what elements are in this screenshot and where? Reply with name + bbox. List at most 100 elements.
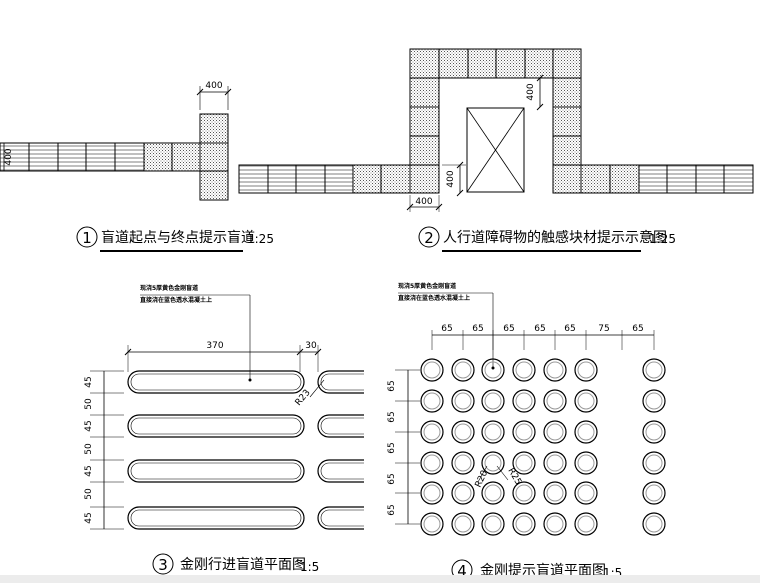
fig1-dim-top-label: 400	[205, 81, 222, 91]
stud-outer	[574, 481, 598, 505]
fig1-scale: 1:25	[247, 232, 274, 246]
fig2-dimension-upper: 400	[526, 74, 544, 111]
stud-inner	[423, 515, 441, 533]
stud-inner	[515, 361, 533, 379]
stud-outer	[512, 481, 536, 505]
stud-outer	[481, 420, 505, 444]
fig3-bars: R23	[127, 370, 364, 530]
fig4-dim-left-4: 65	[387, 504, 397, 515]
fig1-dim-left-label: 400	[4, 148, 14, 165]
stud-outer	[574, 512, 598, 536]
fig3-dimension-left: 45 50 45 50 45 50 45	[84, 370, 124, 530]
stud-outer	[420, 481, 444, 505]
fig3-note-line2: 直接浇在蓝色透水混凝土上	[140, 296, 212, 304]
fig3-title: 金刚行进盲道平面图	[180, 556, 306, 573]
fig2-bar-tiles-right	[638, 164, 754, 194]
stud-inner	[484, 361, 502, 379]
fig3-dim-left-3: 50	[84, 443, 94, 455]
fig4-r-inner: R20	[474, 469, 491, 490]
stud-inner	[515, 423, 533, 441]
stud-outer	[543, 389, 567, 413]
stud-inner	[454, 454, 472, 472]
fig2-number: 2	[424, 229, 434, 247]
fig4-dim-left-0: 65	[387, 380, 397, 391]
fig4-dim-top-4: 65	[564, 324, 575, 334]
stud-outer	[451, 389, 475, 413]
fig1-drawing: 400 400	[0, 81, 232, 201]
fig1-caption: 1 盲道起点与终点提示盲道 1:25	[76, 226, 274, 252]
stud-outer	[543, 358, 567, 382]
stud-outer	[642, 451, 666, 475]
fig4-dim-top-3: 65	[534, 324, 545, 334]
stud-inner	[454, 392, 472, 410]
stud-inner	[484, 484, 502, 502]
stud-inner	[454, 484, 472, 502]
stud-outer	[574, 389, 598, 413]
stud-outer	[574, 420, 598, 444]
fig4-dim-left-2: 65	[387, 442, 397, 453]
stud-inner	[454, 361, 472, 379]
fig2-bar-tiles-left	[238, 164, 354, 194]
stud-outer	[574, 358, 598, 382]
fig1-dimension-top: 400	[196, 81, 232, 110]
fig2-caption: 2 人行道障碍物的触感块材提示示意图 1:25	[418, 226, 676, 252]
stud-outer	[543, 512, 567, 536]
fig2-dim-bottom-label: 400	[415, 197, 432, 207]
fig2-obstacle	[466, 107, 525, 193]
stud-outer	[451, 420, 475, 444]
stud-inner	[546, 454, 564, 472]
stud-outer	[642, 420, 666, 444]
stud-inner	[423, 484, 441, 502]
stud-outer	[451, 512, 475, 536]
stud-inner	[546, 515, 564, 533]
stud-inner	[515, 454, 533, 472]
stud-inner	[454, 515, 472, 533]
fig4-dim-top-6: 65	[632, 324, 643, 334]
stud-inner	[423, 392, 441, 410]
fig2-dimension-lower: 400	[442, 161, 466, 197]
fig2-dimension-bottom: 400	[406, 195, 443, 212]
stud-outer	[543, 420, 567, 444]
stud-inner	[546, 361, 564, 379]
fig3-caption: 3 金刚行进盲道平面图 1:5	[152, 553, 319, 575]
fig3-dim-length: 370	[206, 341, 223, 351]
fig3-dim-left-4: 45	[84, 465, 94, 476]
stud-inner	[515, 484, 533, 502]
stud-inner	[515, 392, 533, 410]
stud-outer	[642, 481, 666, 505]
stud-outer	[451, 481, 475, 505]
fig3-dim-left-5: 50	[84, 488, 94, 500]
stud-inner	[515, 515, 533, 533]
stud-inner	[454, 423, 472, 441]
stud-outer	[420, 389, 444, 413]
fig4-number: 4	[457, 562, 467, 580]
stud-outer	[512, 420, 536, 444]
stud-outer	[420, 451, 444, 475]
fig4-stud-grid	[420, 358, 666, 536]
fig4-title: 金刚提示盲道平面图	[480, 562, 606, 579]
fig3-dim-left-6: 45	[84, 512, 94, 523]
stud-outer	[451, 451, 475, 475]
fig2-dot-frame	[352, 48, 640, 194]
stud-outer	[642, 512, 666, 536]
fig4-dim-top-0: 65	[441, 324, 452, 334]
stud-inner	[577, 361, 595, 379]
stud-inner	[484, 392, 502, 410]
fig3-dim-left-0: 45	[84, 376, 94, 387]
stud-inner	[546, 484, 564, 502]
stud-inner	[423, 454, 441, 472]
fig4-dimension-top: 65 65 65 65 65 75 65	[431, 324, 655, 350]
stud-inner	[645, 515, 663, 533]
stud-inner	[546, 392, 564, 410]
stud-outer	[481, 358, 505, 382]
stud-outer	[642, 389, 666, 413]
stud-inner	[577, 515, 595, 533]
fig3-dim-gap: 30	[305, 341, 317, 351]
stud-inner	[577, 392, 595, 410]
stud-inner	[645, 423, 663, 441]
fig1-bar-tiles	[0, 142, 145, 172]
fig2-dim-upper-label: 400	[526, 83, 536, 100]
fig4-note-line2: 直接浇在蓝色透水混凝土上	[398, 294, 470, 302]
fig3-drawing: 现浇5厚黄色金刚盲道 直接浇在蓝色透水混凝土上 370 30	[84, 284, 364, 530]
fig3-note: 现浇5厚黄色金刚盲道 直接浇在蓝色透水混凝土上	[140, 284, 252, 382]
